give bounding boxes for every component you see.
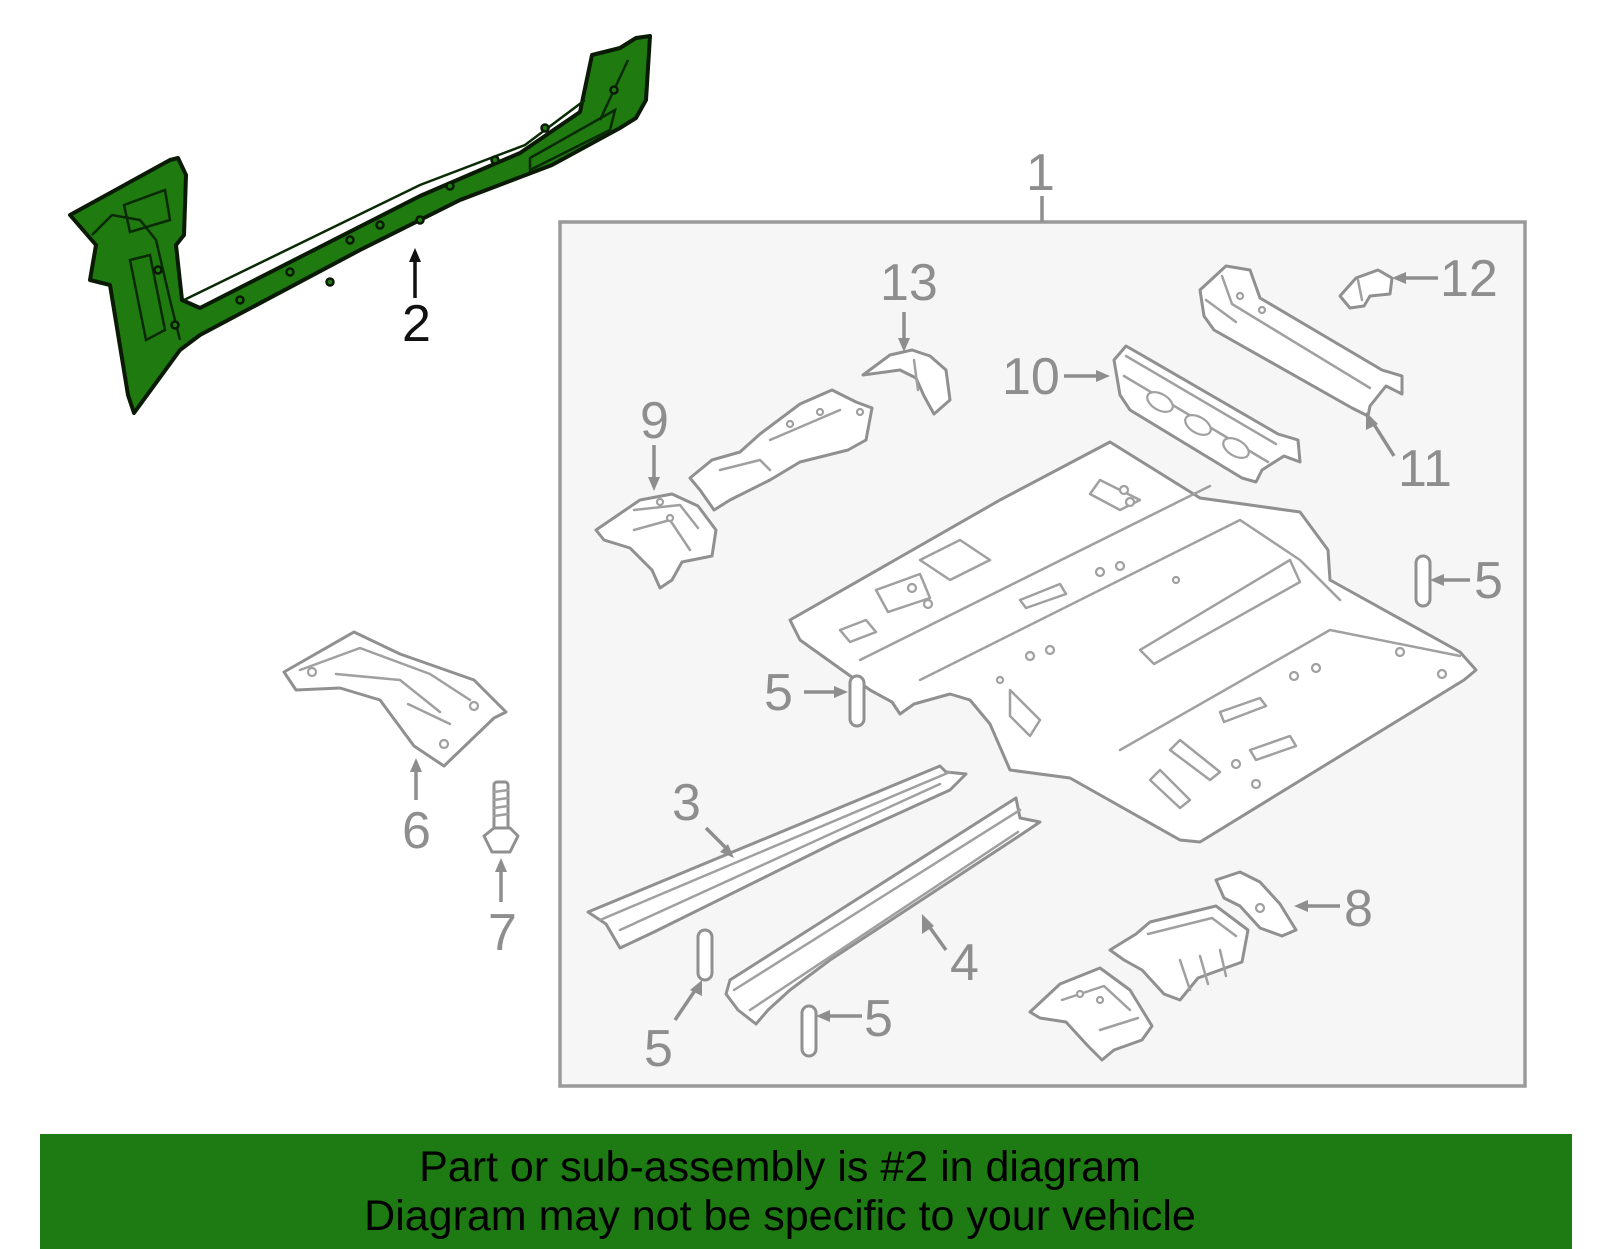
part-5-pin-lower-right[interactable] <box>800 1004 818 1058</box>
callout-7[interactable]: 7 <box>488 904 517 962</box>
part-3-rail[interactable] <box>586 764 968 950</box>
callout-5-right-arrowhead <box>1430 574 1444 586</box>
callout-8[interactable]: 8 <box>1344 880 1373 938</box>
callout-5-lower-right[interactable]: 5 <box>864 990 893 1048</box>
callout-4-arrowhead <box>922 914 934 934</box>
callout-13[interactable]: 13 <box>880 254 938 312</box>
callout-1[interactable]: 1 <box>1026 144 1055 202</box>
callout-5-center[interactable]: 5 <box>764 664 793 722</box>
part-5-pin-lower-left[interactable] <box>696 928 714 982</box>
callout-5-right[interactable]: 5 <box>1474 552 1503 610</box>
part-10-crossmember[interactable] <box>1112 344 1302 484</box>
part-2-rocker-panel[interactable] <box>68 34 652 415</box>
callout-12[interactable]: 12 <box>1440 250 1498 308</box>
callout-10[interactable]: 10 <box>1002 348 1060 406</box>
part-5-pin-right[interactable] <box>1414 554 1432 608</box>
part-11-crossmember[interactable] <box>1198 264 1404 418</box>
part-12-bracket[interactable] <box>1338 268 1394 310</box>
part-5-pin-center[interactable] <box>848 674 866 728</box>
callout-11-arrowhead <box>1366 412 1378 430</box>
callout-6[interactable]: 6 <box>402 802 431 860</box>
callout-9-arrowhead <box>648 477 660 491</box>
part-8-bracket[interactable] <box>1214 870 1298 938</box>
disclaimer-banner: Part or sub-assembly is #2 in diagram Di… <box>40 1134 1572 1249</box>
callout-10-arrowhead <box>1096 370 1110 382</box>
callout-9[interactable]: 9 <box>640 392 669 450</box>
part-4-rail[interactable] <box>724 796 1042 1026</box>
part-9-front-bracket[interactable] <box>594 492 718 590</box>
callout-4[interactable]: 4 <box>950 934 979 992</box>
callout-8-arrowhead <box>1294 900 1308 912</box>
callout-2-arrowhead <box>409 248 421 262</box>
callout-11[interactable]: 11 <box>1398 440 1452 498</box>
part-6-bracket[interactable] <box>282 630 508 768</box>
part-7-bolt[interactable] <box>482 780 520 854</box>
callout-5-center-arrowhead <box>834 686 848 698</box>
banner-line-2: Diagram may not be specific to your vehi… <box>364 1192 1196 1240</box>
callout-5-lower-left-arrowhead <box>690 980 702 996</box>
callout-5-lower-left[interactable]: 5 <box>644 1020 673 1078</box>
part-13-bracket[interactable] <box>861 348 952 416</box>
part-9-tunnel-plate[interactable] <box>688 388 874 512</box>
callout-12-arrowhead <box>1392 272 1406 284</box>
rear-floor-plate-right[interactable] <box>1108 904 1250 1002</box>
callout-5-lower-right-arrowhead <box>816 1010 830 1022</box>
callout-3-arrowhead <box>720 844 734 858</box>
banner-line-1: Part or sub-assembly is #2 in diagram <box>419 1143 1141 1191</box>
callout-6-arrowhead <box>410 758 422 772</box>
callout-7-arrowhead <box>495 858 507 872</box>
floor-pan[interactable] <box>788 440 1478 844</box>
callout-13-arrowhead <box>898 338 910 352</box>
rear-floor-plate-left[interactable] <box>1028 966 1154 1062</box>
callout-2[interactable]: 2 <box>402 295 431 353</box>
callout-3[interactable]: 3 <box>672 774 701 832</box>
